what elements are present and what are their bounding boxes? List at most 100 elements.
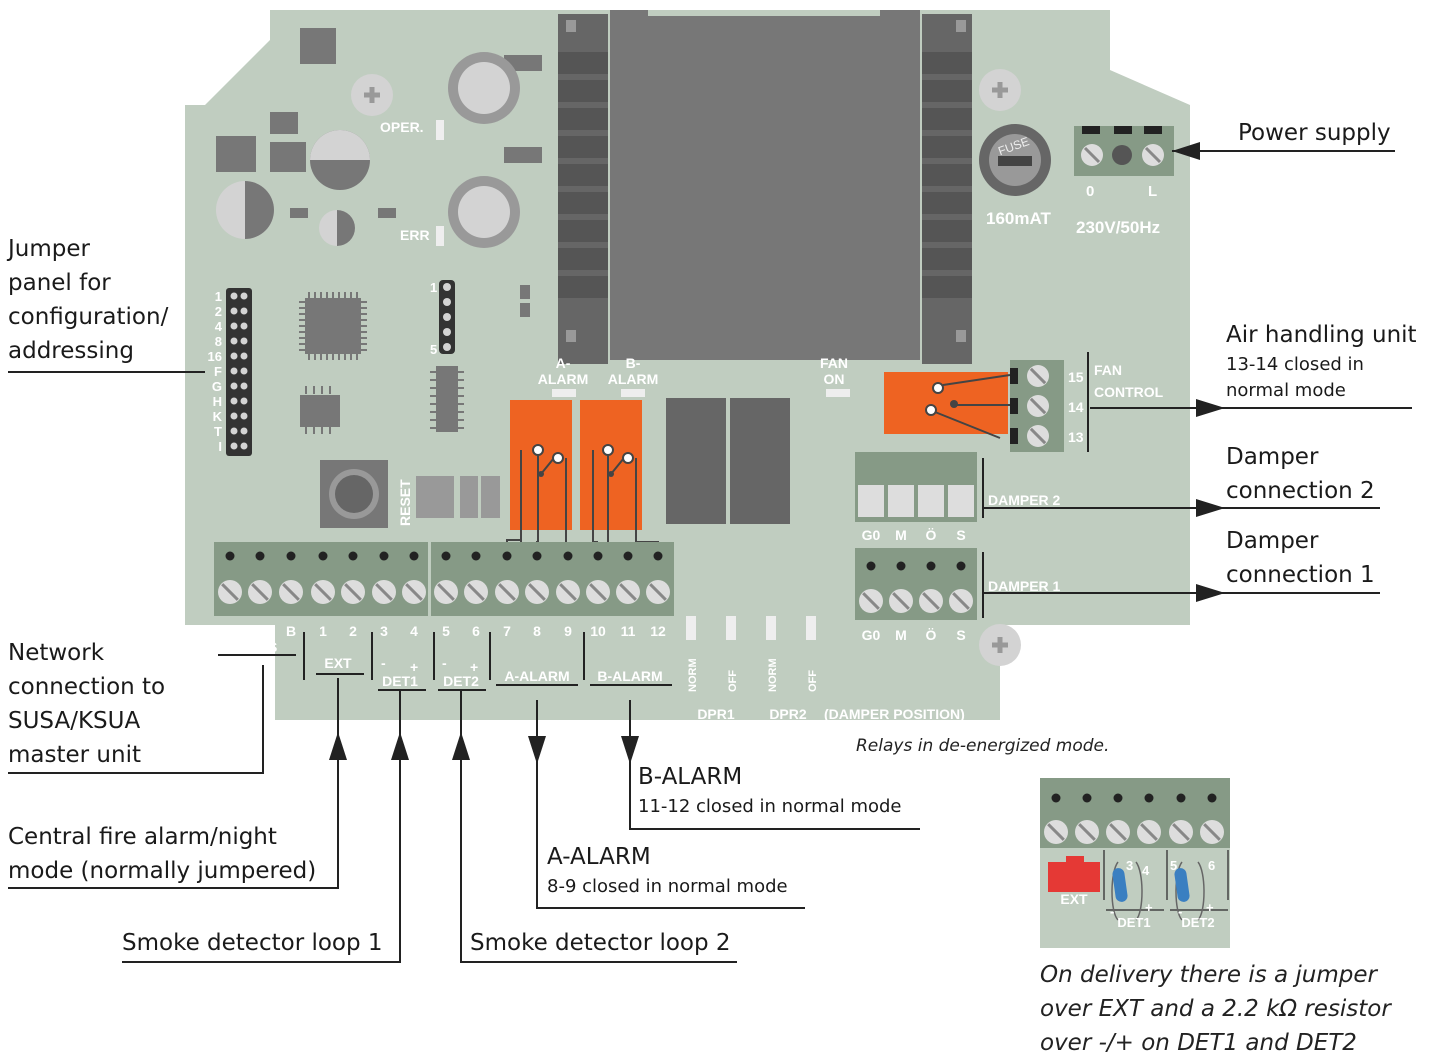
terminal-screw [279, 580, 303, 604]
power-rating: 230V/50Hz [1076, 218, 1160, 237]
smoke-loop-1-annotation: Smoke detector loop 1 [122, 930, 383, 956]
terminal-number: 9 [564, 623, 572, 639]
a-alarm-led-label: A-ALARM [538, 355, 589, 387]
dpr-switch [686, 616, 696, 640]
inset-num-3: 3 [1126, 858, 1133, 873]
damper-1-connector [855, 548, 977, 620]
jumper-row-label: I [218, 439, 222, 454]
jumper-row-label: 16 [208, 349, 222, 364]
damper-2-annotation: Damper connection 2 [1226, 444, 1375, 504]
led-oper-label: OPER. [380, 119, 424, 135]
heatsink-left [558, 14, 608, 364]
terminal-number: 1 [319, 623, 327, 639]
det1-minus: - [381, 655, 386, 671]
dpr-switch [806, 616, 816, 640]
fuse [979, 124, 1051, 196]
heatsink-right [922, 14, 972, 364]
damper-1-pin: S [956, 627, 965, 643]
b-alarm-annotation: B-ALARM 11-12 closed in normal mode [638, 764, 902, 817]
smoke-loop-2-annotation: Smoke detector loop 2 [470, 930, 731, 956]
a-alarm-group-label: A-ALARM [504, 668, 569, 684]
terminal-screw [889, 589, 913, 613]
a-alarm-annotation: A-ALARM 8-9 closed in normal mode [547, 844, 788, 897]
inset-det1-label: DET1 [1117, 915, 1150, 930]
terminal-screw [1106, 820, 1130, 844]
power-terminal [1074, 126, 1174, 176]
damper-2-pin: M [895, 527, 907, 543]
operation-indicator [448, 52, 520, 124]
terminal-screw [1044, 820, 1068, 844]
jumper-row-label: 2 [215, 304, 222, 319]
isbus-label: ISBUS [235, 639, 278, 655]
jumper-panel [226, 288, 252, 456]
reset-label: RESET [397, 479, 413, 526]
terminal-number: 10 [590, 623, 606, 639]
leader-arrowheads [329, 142, 1225, 764]
jumper-row-label: G [212, 379, 222, 394]
damper-2-pin: Ö [926, 527, 937, 543]
terminal-screw [859, 589, 883, 613]
relays-note: Relays in de-energized mode. [856, 736, 1110, 756]
main-terminal-strip [214, 542, 674, 616]
jumper-row-label: K [213, 409, 223, 424]
terminal-screw [919, 589, 943, 613]
terminal-screw [949, 589, 973, 613]
jumper-row-label: 8 [215, 334, 222, 349]
terminal-screw [218, 580, 242, 604]
det2-resistor [1174, 868, 1190, 902]
terminal-number: 12 [650, 623, 666, 639]
dpr-switch [766, 616, 776, 640]
terminal-screw [646, 580, 670, 604]
inset-det2-label: DET2 [1181, 915, 1214, 930]
terminal-screw [1027, 395, 1049, 417]
terminal-screw [1169, 820, 1193, 844]
terminal-number: 5 [442, 623, 450, 639]
terminal-screw [402, 580, 426, 604]
det2-plus: + [470, 659, 478, 675]
capacitor [319, 210, 355, 246]
terminal-screw [1027, 365, 1049, 387]
terminal-screw [495, 580, 519, 604]
inset-det2-plus: + [1206, 900, 1214, 915]
network-annotation: Network connection to SUSA/KSUA master u… [8, 640, 166, 768]
terminal-screw [311, 580, 335, 604]
jumper-panel-annotation: Jumper panel for configuration/ addressi… [8, 236, 169, 364]
jumper-row-label: F [214, 364, 222, 379]
header-pin-1: 1 [430, 280, 437, 295]
capacitor [310, 130, 370, 190]
det2-label: DET2 [443, 673, 479, 689]
fuse-rating: 160mAT [986, 209, 1051, 228]
terminal-screw [586, 580, 610, 604]
terminal-number: 8 [533, 623, 541, 639]
terminal-screw [341, 580, 365, 604]
header-pins [439, 280, 455, 354]
terminal-screw [434, 580, 458, 604]
inset-num-4: 4 [1142, 863, 1150, 878]
header-pin-5: 5 [430, 342, 437, 357]
b-alarm-relay [580, 400, 642, 550]
inset-det2-minus: - [1178, 904, 1182, 919]
inset-ext-label: EXT [1060, 891, 1088, 907]
terminal-number: 2 [349, 623, 357, 639]
jumper-row-label: T [214, 424, 222, 439]
damper-relay [730, 398, 790, 524]
error-indicator [448, 176, 520, 248]
dpr1-norm: NORM [687, 658, 699, 692]
jumper-row-label: 1 [215, 289, 222, 304]
damper-2-pin: S [956, 527, 965, 543]
terminal-number: 7 [503, 623, 511, 639]
fan-control-relay [884, 372, 1011, 439]
mounting-screw [979, 69, 1021, 111]
terminal-screw [1200, 820, 1224, 844]
damper-1-pin: Ö [926, 627, 937, 643]
inset-det1-minus: - [1110, 904, 1114, 919]
central-fire-annotation: Central fire alarm/night mode (normally … [8, 824, 317, 884]
fan-terminal-14: 14 [1068, 399, 1084, 415]
